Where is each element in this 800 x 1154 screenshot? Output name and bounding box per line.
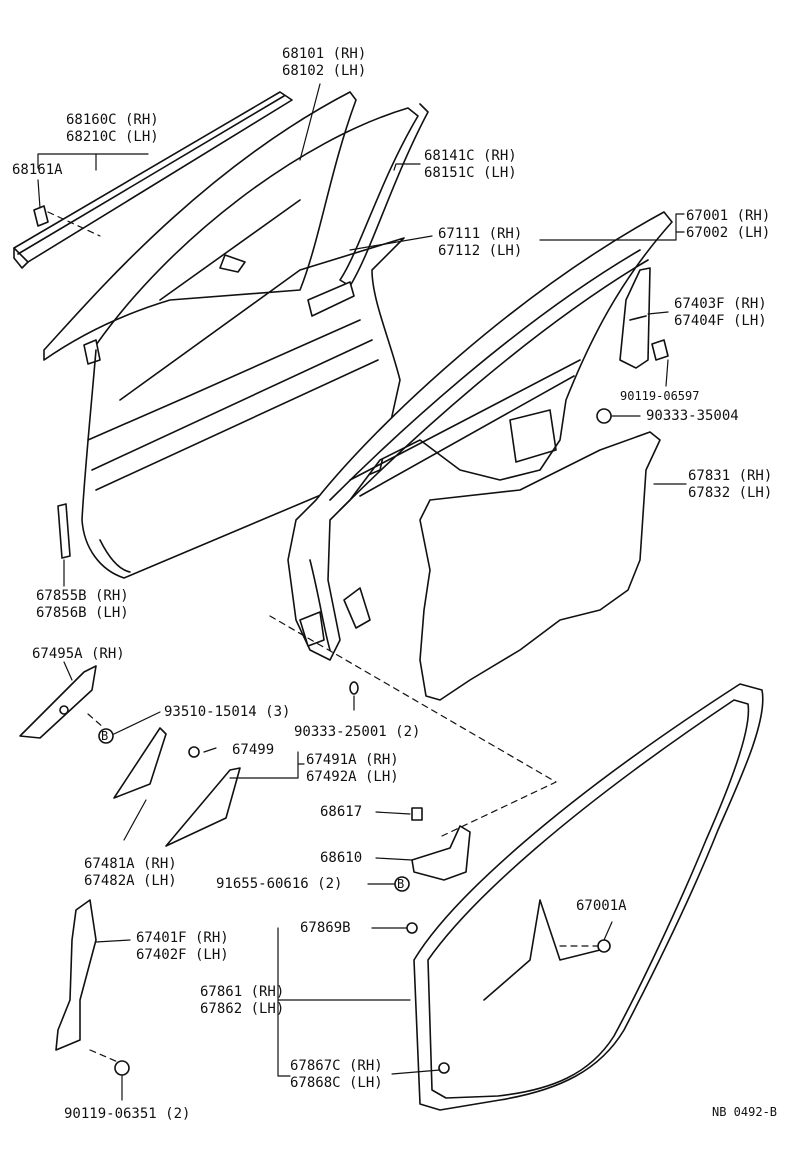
clip-67867C (439, 1063, 449, 1073)
clip-67001A (598, 940, 610, 952)
label-91655-60616: 91655-60616 (2) (216, 876, 343, 892)
door-inner-panel (288, 212, 672, 660)
leader-lines (38, 84, 686, 1100)
label-67869B: 67869B (300, 920, 351, 936)
door-weatherstrip-strip (58, 504, 70, 558)
label-68160C: 68160C (RH) 68210C (LH) (66, 112, 159, 145)
label-67111: 67111 (RH) 67112 (LH) (438, 226, 523, 259)
label-67001A: 67001A (576, 898, 627, 914)
label-67491A: 67491A (RH) 67492A (LH) (306, 752, 399, 785)
plug-90333-25001 (350, 682, 358, 694)
diagram-code: NB 0492-B (712, 1105, 778, 1119)
label-68141C: 68141C (RH) 68151C (LH) (424, 148, 517, 181)
pad-67481A (114, 728, 166, 798)
door-glass (44, 92, 356, 360)
label-67001: 67001 (RH) 67002 (LH) (686, 208, 771, 241)
label-67861: 67861 (RH) 67862 (LH) (200, 984, 285, 1017)
bolt-marker-letter-1: B (101, 729, 109, 743)
label-67831: 67831 (RH) 67832 (LH) (688, 468, 773, 501)
label-90119-06351: 90119-06351 (2) (64, 1106, 191, 1122)
bolt-90119-06351 (115, 1061, 129, 1075)
label-67867C: 67867C (RH) 67868C (LH) (290, 1058, 383, 1091)
label-93510-15014: 93510-15014 (3) (164, 704, 291, 720)
label-67401F: 67401F (RH) 67402F (LH) (136, 930, 229, 963)
bolt-marker-2 (395, 877, 409, 891)
dashed-guides (48, 212, 598, 1062)
label-67499: 67499 (232, 742, 275, 758)
clip-67869B (407, 923, 417, 933)
label-68610: 68610 (320, 850, 363, 866)
label-68617: 68617 (320, 804, 363, 820)
label-67403F: 67403F (RH) 67404F (LH) (674, 296, 767, 329)
door-outer-panel (82, 238, 404, 578)
label-90333-35004: 90333-35004 (646, 408, 739, 424)
service-hole-cover (420, 432, 660, 700)
glass-guide-front (56, 900, 96, 1050)
label-67481A: 67481A (RH) 67482A (LH) (84, 856, 177, 889)
bolt-marker-1 (99, 729, 113, 743)
outer-belt-moulding (14, 92, 292, 268)
mirror-cover (20, 666, 96, 738)
label-67855B: 67855B (RH) 67856B (LH) (36, 588, 129, 621)
door-check-hinge (412, 808, 470, 880)
bolt-marker-letter-2: B (397, 877, 405, 891)
label-90333-25001: 90333-25001 (2) (294, 724, 421, 740)
label-67495A: 67495A (RH) (32, 646, 125, 662)
plug-90333-35004 (597, 409, 611, 423)
label-90119-06597: 90119-06597 (620, 389, 700, 403)
glass-guide-rear (620, 268, 668, 368)
door-weatherstrip (414, 684, 763, 1110)
label-68101: 68101 (RH) 68102 (LH) (282, 46, 367, 79)
label-68161A: 68161A (12, 162, 63, 178)
bracket-67491A (166, 747, 240, 846)
